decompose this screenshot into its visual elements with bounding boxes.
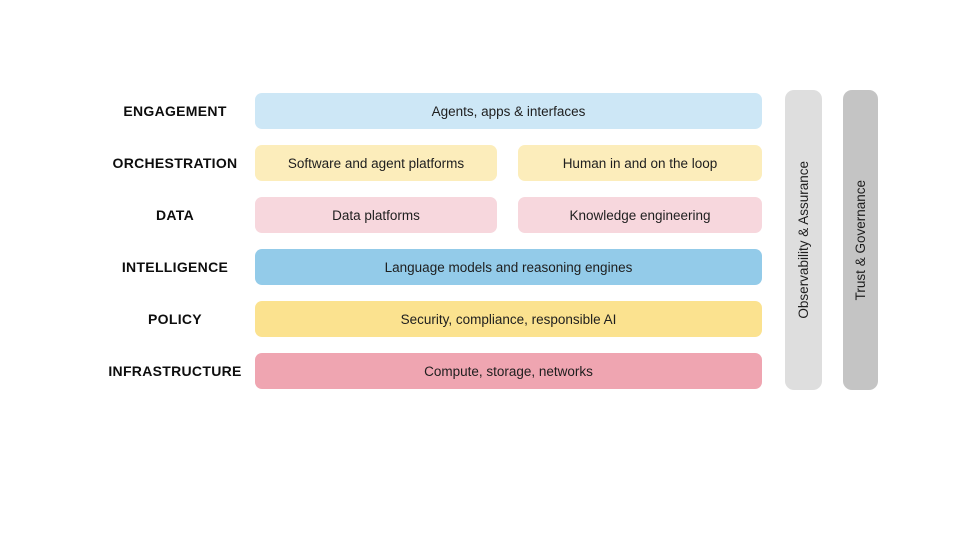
trust-governance-label: Trust & Governance bbox=[853, 179, 868, 301]
layer-label-engagement: ENGAGEMENT bbox=[123, 103, 227, 119]
box-software-agent-platforms: Software and agent platforms bbox=[255, 145, 497, 181]
layer-row-engagement: ENGAGEMENT Agents, apps & interfaces bbox=[0, 93, 960, 129]
observability-assurance-label: Observability & Assurance bbox=[796, 161, 811, 319]
layer-label-orchestration: ORCHESTRATION bbox=[112, 155, 238, 171]
layer-row-data: DATA Data platforms Knowledge engineerin… bbox=[0, 197, 960, 233]
layer-boxes-engagement: Agents, apps & interfaces bbox=[255, 93, 762, 129]
box-data-platforms: Data platforms bbox=[255, 197, 497, 233]
layer-row-intelligence: INTELLIGENCE Language models and reasoni… bbox=[0, 249, 960, 285]
layer-row-orchestration: ORCHESTRATION Software and agent platfor… bbox=[0, 145, 960, 181]
layer-row-infrastructure: INFRASTRUCTURE Compute, storage, network… bbox=[0, 353, 960, 389]
layer-boxes-orchestration: Software and agent platforms Human in an… bbox=[255, 145, 762, 181]
layer-boxes-intelligence: Language models and reasoning engines bbox=[255, 249, 762, 285]
layer-boxes-policy: Security, compliance, responsible AI bbox=[255, 301, 762, 337]
box-knowledge-engineering: Knowledge engineering bbox=[518, 197, 762, 233]
layer-label-data: DATA bbox=[155, 207, 194, 223]
observability-assurance-bar: Observability & Assurance bbox=[785, 90, 822, 390]
box-agents-apps-interfaces: Agents, apps & interfaces bbox=[255, 93, 762, 129]
layer-row-policy: POLICY Security, compliance, responsible… bbox=[0, 301, 960, 337]
box-compute-storage-networks: Compute, storage, networks bbox=[255, 353, 762, 389]
box-security-compliance: Security, compliance, responsible AI bbox=[255, 301, 762, 337]
box-language-models: Language models and reasoning engines bbox=[255, 249, 762, 285]
layer-label-policy: POLICY bbox=[148, 311, 202, 327]
layer-label-intelligence: INTELLIGENCE bbox=[121, 259, 229, 275]
layer-boxes-infrastructure: Compute, storage, networks bbox=[255, 353, 762, 389]
layer-boxes-data: Data platforms Knowledge engineering bbox=[255, 197, 762, 233]
box-human-in-loop: Human in and on the loop bbox=[518, 145, 762, 181]
layer-label-infrastructure: INFRASTRUCTURE bbox=[108, 363, 242, 379]
trust-governance-bar: Trust & Governance bbox=[843, 90, 878, 390]
